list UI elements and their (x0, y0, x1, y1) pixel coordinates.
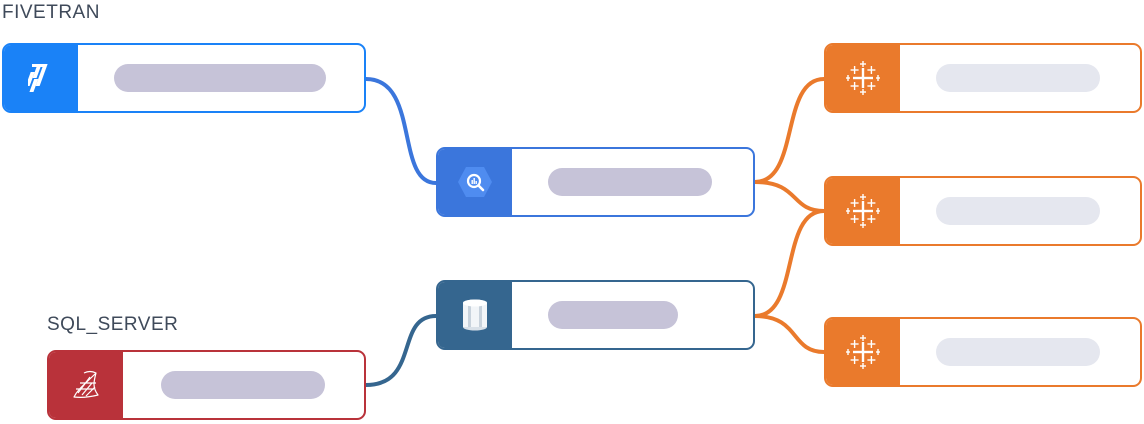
tableau-icon (826, 319, 900, 385)
placeholder-bar (548, 168, 712, 196)
link-warehouse-tableau-2 (754, 209, 825, 318)
node-tableau-3[interactable] (824, 317, 1142, 387)
link-bigquery-tableau-1 (754, 77, 825, 184)
placeholder-bar (548, 301, 678, 329)
node-data-warehouse[interactable] (436, 280, 755, 350)
fivetran-label: FIVETRAN (2, 2, 100, 23)
link-fivetran-bigquery (365, 77, 437, 185)
node-fivetran[interactable] (2, 43, 366, 113)
sql-server-icon (49, 352, 123, 418)
placeholder-bar (161, 371, 325, 399)
sql-server-label: SQL_SERVER (47, 314, 179, 335)
tableau-icon (826, 178, 900, 244)
fivetran-icon (4, 45, 78, 111)
placeholder-bar (936, 197, 1100, 225)
link-warehouse-tableau-3 (754, 314, 825, 354)
link-sqlserver-warehouse (365, 314, 437, 387)
node-tableau-2[interactable] (824, 176, 1142, 246)
placeholder-bar (114, 64, 326, 92)
placeholder-bar (936, 338, 1100, 366)
database-cylinder-icon (438, 282, 512, 348)
node-bigquery[interactable] (436, 147, 755, 217)
node-sql-server[interactable] (47, 350, 366, 420)
placeholder-bar (936, 64, 1100, 92)
bigquery-icon (438, 149, 512, 215)
link-bigquery-tableau-2 (754, 180, 825, 213)
tableau-icon (826, 45, 900, 111)
node-tableau-1[interactable] (824, 43, 1142, 113)
